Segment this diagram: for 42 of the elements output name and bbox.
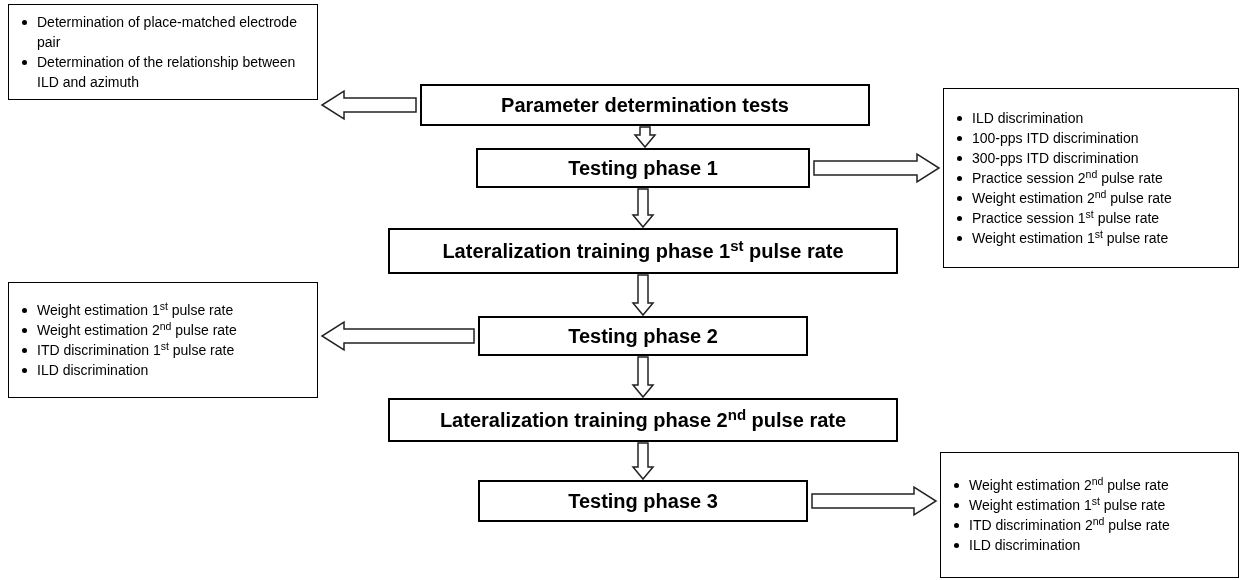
bullet-text: ITD discrimination 1$^{st}$ pulse rate [37,342,235,358]
list-box [8,282,318,398]
bullet-text: 300-pps ITD discrimination [972,150,1139,166]
bullet-text: Determination of place-matched electrode pair [37,14,297,50]
step-title: Testing phase 2 [568,324,718,349]
block-arrow [813,152,941,184]
step-title: Lateralization training phase 1$^{st}$ pulse rate [442,236,844,264]
process-box [476,148,810,188]
bullet-text: Practice session 2$^{nd}$ pulse rate [972,170,1163,186]
block-arrow [631,356,655,399]
block-arrow [320,89,417,121]
bullet-text: ILD discrimination [969,537,1081,553]
process-box [388,228,898,274]
list-box [8,4,318,100]
bullet-text: Weight estimation 1$^{st}$ pulse rate [972,230,1169,246]
bullet-text: Weight estimation 2$^{nd}$ pulse rate [972,190,1172,206]
bullet-text: Weight estimation 1$^{st}$ pulse rate [37,302,234,318]
block-arrow [631,442,655,481]
bullet-text: Weight estimation 1$^{st}$ pulse rate [969,497,1166,513]
step-title: Parameter determination tests [501,93,789,118]
block-arrow [811,485,938,517]
list-box [940,452,1239,578]
step-title: Testing phase 3 [568,489,718,514]
block-arrow [631,188,655,229]
list-box [943,88,1239,268]
block-arrow [320,320,475,352]
bullet-text: Practice session 1$^{st}$ pulse rate [972,210,1160,226]
bullet-text: Weight estimation 2$^{nd}$ pulse rate [969,477,1169,493]
bullet-text: ILD discrimination [972,110,1084,126]
bullet-text: ITD discrimination 2$^{nd}$ pulse rate [969,517,1170,533]
bullet-text: Determination of the relationship between ILD and azimuth [37,54,296,90]
process-box [478,480,808,522]
process-box [478,316,808,356]
process-box [388,398,898,442]
step-title: Lateralization training phase 2$^{nd}$ pulse rate [439,405,847,433]
block-arrow [631,274,655,317]
bullet-text: Weight estimation 2$^{nd}$ pulse rate [37,322,237,338]
bullet-text: 100-pps ITD discrimination [972,130,1139,146]
step-title: Testing phase 1 [568,156,718,181]
block-arrow [633,126,657,149]
process-box [420,84,870,126]
bullet-text: ILD discrimination [37,362,149,378]
